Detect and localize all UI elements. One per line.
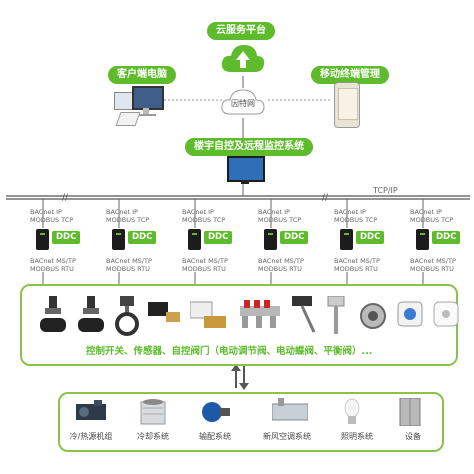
ddc-bottom-protocol: BACnet MS/TP MODBUS RTU [334, 257, 380, 273]
cloud-platform-label: 云服务平台 [207, 22, 275, 40]
regulating-valve-icon [78, 296, 104, 340]
systems-panel [58, 392, 444, 452]
system-label: 设备 [405, 432, 421, 441]
smartphone-icon [334, 82, 360, 128]
ddc-top-protocol: BACnet IP MODBUS TCP [258, 208, 302, 224]
ddc-tag: DDC [128, 231, 157, 244]
system-label: 冷却系统 [137, 432, 169, 441]
cloud-upload-icon [221, 45, 265, 72]
ddc-top-protocol: BACnet IP MODBUS TCP [410, 208, 454, 224]
ahu-icon [271, 398, 309, 430]
ddc-top-protocol: BACnet IP MODBUS TCP [106, 208, 150, 224]
ddc-controller-icon [188, 229, 201, 250]
system-label: 冷/热源机组 [69, 432, 113, 441]
system-label: 输配系统 [199, 432, 231, 441]
ddc-top-protocol: BACnet IP MODBUS TCP [334, 208, 378, 224]
system-label: 照明系统 [341, 432, 373, 441]
mobile-mgmt-label: 移动终端管理 [311, 66, 389, 84]
ddc-bottom-protocol: BACnet MS/TP MODBUS RTU [258, 257, 304, 273]
ddc-tag: DDC [356, 231, 385, 244]
client-pc-label: 客户端电脑 [108, 66, 176, 84]
chiller-icon [76, 398, 106, 430]
internet-label: 因特网 [231, 99, 255, 108]
ddc-controller-icon [340, 229, 353, 250]
updown-arrows-icon [231, 364, 249, 390]
elevator-icon [398, 397, 422, 430]
ddc-tag: DDC [280, 231, 309, 244]
svg-text://: // [62, 193, 69, 203]
bas-system-label: 楼宇自控及远程监控系统 [185, 138, 313, 156]
control-valve-icon [40, 296, 66, 340]
ddc-bottom-protocol: BACnet MS/TP MODBUS RTU [410, 257, 456, 273]
ddc-bottom-protocol: BACnet MS/TP MODBUS RTU [182, 257, 228, 273]
ddc-tag: DDC [432, 231, 461, 244]
ddc-controller-icon [416, 229, 429, 250]
ddc-bottom-protocol: BACnet MS/TP MODBUS RTU [30, 257, 76, 273]
cooling-tower-icon [138, 398, 168, 430]
lamp-icon [342, 398, 362, 430]
wall-sensor-icon [432, 296, 460, 340]
ddc-controller-icon [36, 229, 49, 250]
svg-text://: // [322, 193, 329, 203]
manifold-icon [240, 296, 280, 340]
ddc-controller-icon [112, 229, 125, 250]
temperature-probe-icon [324, 295, 348, 340]
system-label: 新风空调系统 [263, 432, 311, 441]
field-devices-caption: 控制开关、传感器、自控阀门（电动调节阀、电动蝶阀、平衡阀）... [86, 346, 373, 357]
internet-cloud-icon [221, 89, 265, 115]
duct-sensor-icon [290, 296, 320, 340]
ddc-bottom-protocol: BACnet MS/TP MODBUS RTU [106, 257, 152, 273]
smart-switch-icon [396, 296, 424, 340]
ddc-tag: DDC [204, 231, 233, 244]
balancing-valve-icon [189, 296, 230, 340]
butterfly-valve-icon [114, 296, 140, 340]
tcpip-label: TCP/IP [373, 186, 398, 195]
ddc-top-protocol: BACnet IP MODBUS TCP [30, 208, 74, 224]
ddc-tag: DDC [52, 231, 81, 244]
ddc-top-protocol: BACnet IP MODBUS TCP [182, 208, 226, 224]
ddc-controller-icon [264, 229, 277, 250]
pump-icon [200, 398, 230, 430]
monitor-icon [227, 156, 265, 182]
actuator-valve-icon [148, 296, 182, 340]
computer-icon [114, 86, 164, 126]
damper-actuator-icon [358, 296, 388, 340]
